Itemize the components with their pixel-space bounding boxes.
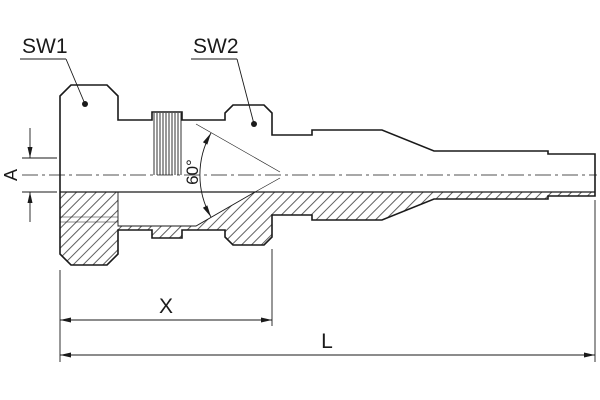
cone-seat-cavity [118, 192, 255, 226]
l-arrow-right [584, 352, 595, 358]
sw1-leader-line [65, 58, 86, 105]
cone-angle-label: 60° [183, 159, 202, 185]
cone-seat-edges [117, 191, 256, 227]
cone-face-upper [195, 123, 281, 173]
sw1-label: SW1 [22, 35, 68, 58]
x-arrow-right [261, 317, 272, 323]
knurl-band [152, 113, 182, 175]
l-dim-label: L [321, 330, 333, 353]
a-arrow-bottom [27, 192, 33, 203]
fitting-silhouette [59, 84, 596, 266]
a-dim-label: A [1, 169, 21, 181]
a-arrow-top [27, 147, 33, 158]
x-arrow-left [60, 317, 71, 323]
angle-arc-arrow-top [202, 133, 211, 145]
sw1-leader-dot [82, 101, 88, 107]
sw2-leader-dot [251, 121, 257, 127]
cone-face-lower [254, 177, 281, 193]
x-dim-label: X [159, 295, 173, 318]
sw2-label: SW2 [193, 35, 239, 58]
section-hatch-body [272, 192, 595, 220]
angle-arc-arrow-bottom [202, 205, 211, 217]
l-arrow-left [60, 352, 71, 358]
sw2-leader-line [236, 58, 255, 125]
